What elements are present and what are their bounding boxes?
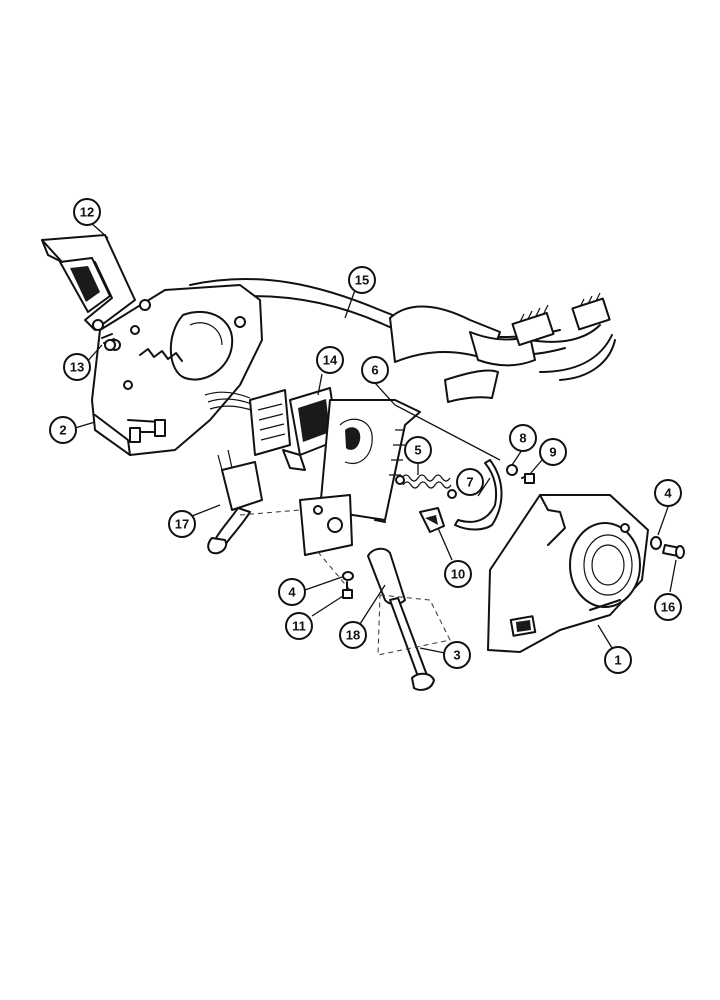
callout-9: 9 (539, 438, 567, 466)
callout-12: 12 (73, 198, 101, 226)
main-bracket (91, 284, 263, 456)
washer-4-right (650, 536, 662, 550)
cover-housing (487, 494, 649, 653)
callout-4-lower: 4 (278, 578, 306, 606)
callout-17: 17 (168, 510, 196, 538)
lever-switch (207, 449, 263, 555)
bolt-9 (521, 473, 535, 484)
gear-lever (239, 509, 451, 691)
washer-4-lower (342, 571, 354, 581)
callout-label: 2 (59, 423, 66, 438)
callout-label: 6 (371, 363, 378, 378)
callout-10: 10 (444, 560, 472, 588)
callout-18: 18 (339, 621, 367, 649)
callout-label: 17 (175, 517, 189, 532)
callout-11: 11 (285, 612, 313, 640)
callout-label: 7 (466, 475, 473, 490)
callout-label: 10 (451, 567, 465, 582)
callout-1: 1 (604, 646, 632, 674)
bolt-11 (342, 581, 353, 599)
callout-13: 13 (63, 353, 91, 381)
callout-label: 4 (664, 486, 672, 501)
spring (395, 474, 457, 499)
callout-6: 6 (361, 356, 389, 384)
callout-label: 8 (519, 431, 526, 446)
leader-lines (74, 221, 677, 654)
callout-14: 14 (316, 346, 344, 374)
washer-8 (506, 464, 518, 476)
switch-plate (299, 399, 421, 556)
callout-label: 5 (414, 443, 421, 458)
callout-label: 9 (549, 445, 556, 460)
callout-16: 16 (654, 593, 682, 621)
callout-3: 3 (443, 641, 471, 669)
callout-label: 4 (288, 585, 296, 600)
callout-label: 15 (355, 273, 369, 288)
callout-label: 3 (453, 648, 460, 663)
callout-4-right: 4 (654, 479, 682, 507)
callout-label: 13 (70, 360, 84, 375)
wiring-harness (189, 278, 616, 403)
callout-label: 11 (292, 619, 306, 634)
callout-label: 14 (323, 353, 338, 368)
callout-15: 15 (348, 266, 376, 294)
callout-label: 12 (80, 205, 94, 220)
hood-handle (41, 234, 136, 331)
screw-13 (101, 333, 116, 351)
callout-7: 7 (456, 468, 484, 496)
callout-label: 1 (614, 653, 621, 668)
clip-10 (419, 507, 445, 533)
callout-2: 2 (49, 416, 77, 444)
callout-label: 18 (346, 628, 360, 643)
bolt-16 (662, 544, 685, 559)
callout-label: 16 (661, 600, 675, 615)
clip-band (454, 459, 503, 531)
callout-5: 5 (404, 436, 432, 464)
callout-8: 8 (509, 424, 537, 452)
